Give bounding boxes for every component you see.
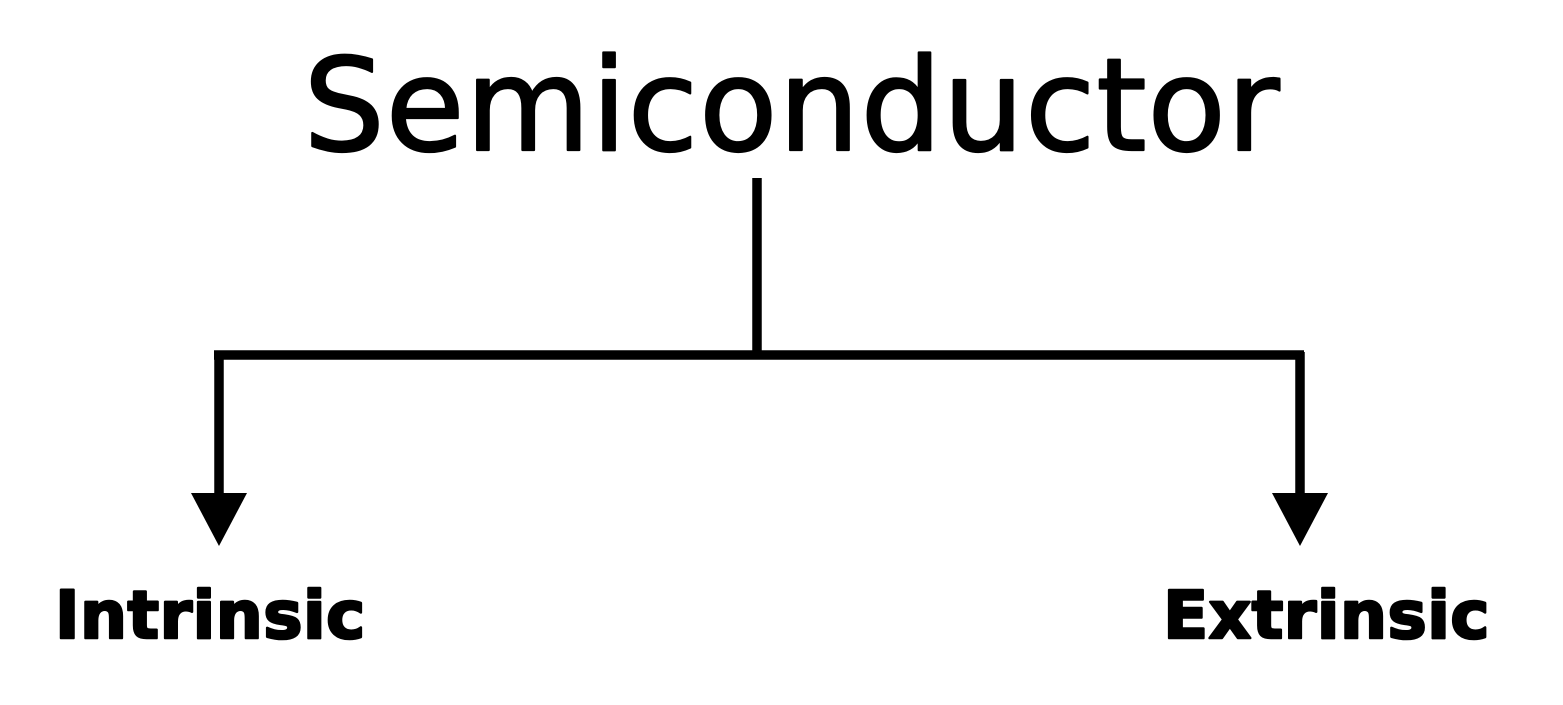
child-node-label-extrinsic: Extrinsic	[1163, 577, 1490, 654]
arrowhead-right-extrinsic-icon	[1272, 493, 1328, 546]
child-node-label-intrinsic: Intrinsic	[55, 577, 366, 654]
root-node-label-semiconductor: Semiconductor	[304, 32, 1281, 181]
arrowhead-left-intrinsic-icon	[191, 493, 247, 546]
